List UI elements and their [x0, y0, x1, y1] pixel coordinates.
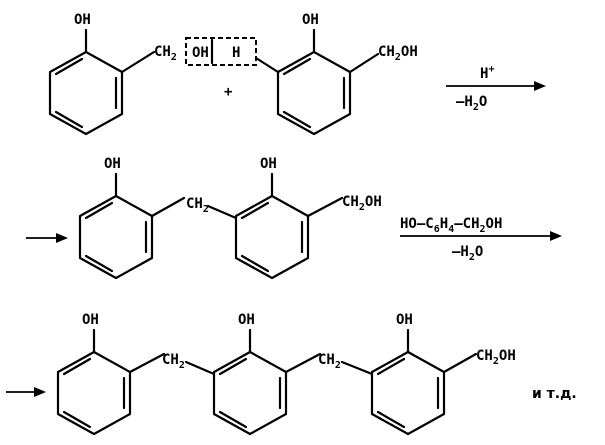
row2-ring1: [78, 172, 186, 280]
row2-ring2: [234, 172, 344, 280]
arrow2-condition-top: HO–C6H4–CH2OH: [400, 216, 502, 235]
box-oh: OH: [192, 45, 209, 61]
row3-ring1: [56, 328, 166, 436]
row3-ch2oh: CH2OH: [476, 348, 516, 367]
box-h: H: [232, 45, 240, 61]
condensation-box: [185, 37, 257, 66]
row2-ch2oh: CH2OH: [342, 194, 382, 213]
row3-ring1-oh: OH: [82, 312, 99, 328]
arrow1-condition-bottom: –H2O: [456, 94, 487, 113]
row1-ch2: CH2: [154, 44, 177, 63]
arrow1-condition-top: H+: [480, 64, 494, 82]
row1-ring2-oh: OH: [302, 12, 319, 28]
row1-ch2oh: CH2OH: [378, 44, 418, 63]
row3-ch2-a: CH2: [162, 352, 185, 371]
row3-ring2-oh: OH: [238, 312, 255, 328]
plus-sign: +: [224, 84, 232, 100]
row2-ch2: CH2: [186, 196, 209, 215]
row1-ring2: [254, 28, 380, 136]
row3-ring2: [212, 328, 322, 436]
etc-label: и т.д.: [532, 386, 577, 402]
row2-ring2-oh: OH: [260, 156, 277, 172]
row3-ring3: [370, 328, 478, 436]
row1-ring1: [48, 28, 156, 136]
row3-ch2-b: CH2: [318, 352, 341, 371]
row3-ring3-oh: OH: [396, 312, 413, 328]
row2-ring1-oh: OH: [104, 156, 121, 172]
row1-ring1-oh: OH: [74, 12, 91, 28]
arrow2-condition-bottom: –H2O: [452, 244, 483, 263]
